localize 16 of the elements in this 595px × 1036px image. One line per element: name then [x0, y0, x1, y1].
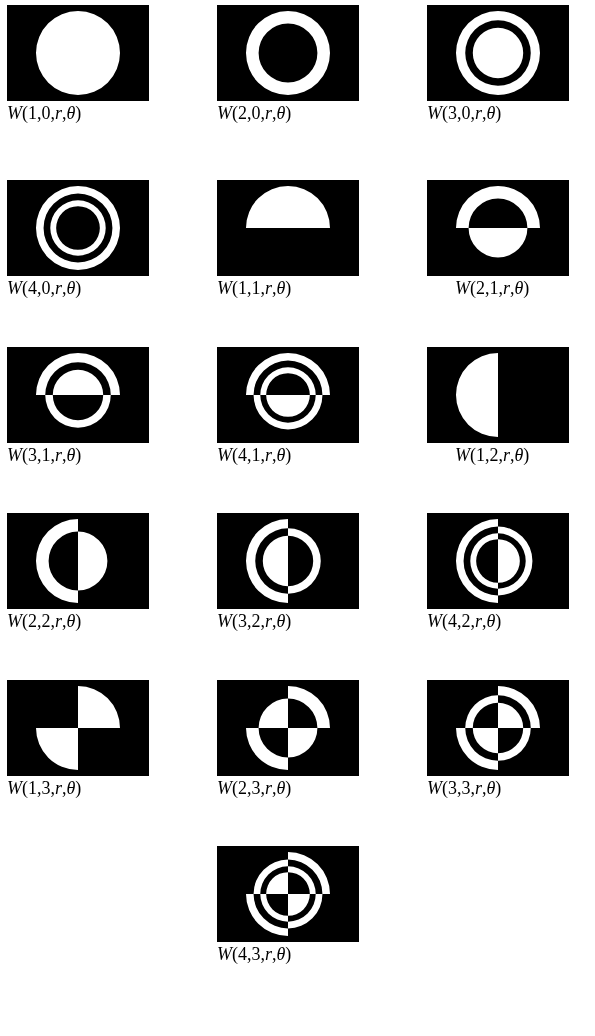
- function-caption: W(2,1,r,θ): [455, 278, 530, 298]
- function-caption: W(1,0,r,θ): [7, 103, 82, 123]
- function-caption: W(2,3,r,θ): [217, 778, 292, 798]
- function-caption: W(3,1,r,θ): [7, 445, 82, 465]
- function-caption: W(4,3,r,θ): [217, 944, 292, 964]
- function-caption: W(4,2,r,θ): [427, 611, 502, 631]
- function-caption: W(3,2,r,θ): [217, 611, 292, 631]
- function-caption: W(3,3,r,θ): [427, 778, 502, 798]
- function-caption: W(3,0,r,θ): [427, 103, 502, 123]
- function-caption: W(2,0,r,θ): [217, 103, 292, 123]
- function-caption: W(2,2,r,θ): [7, 611, 82, 631]
- function-caption: W(1,2,r,θ): [455, 445, 530, 465]
- function-caption: W(4,0,r,θ): [7, 278, 82, 298]
- function-caption: W(1,1,r,θ): [217, 278, 292, 298]
- function-caption: W(4,1,r,θ): [217, 445, 292, 465]
- function-caption: W(1,3,r,θ): [7, 778, 82, 798]
